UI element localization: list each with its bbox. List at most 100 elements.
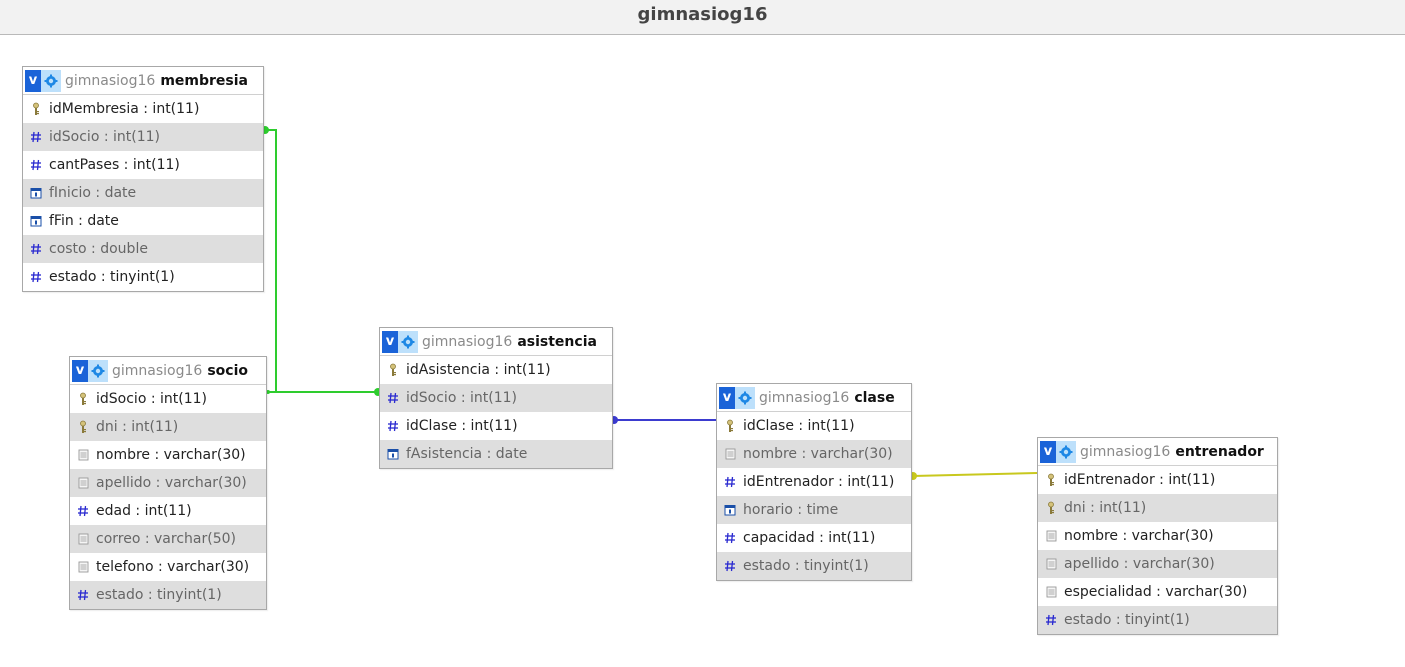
numeric-icon — [723, 531, 737, 545]
column-row[interactable]: estado : tinyint(1) — [70, 581, 266, 609]
column-row[interactable]: idMembresia : int(11) — [23, 95, 263, 123]
relation-asistencia-socio — [268, 388, 382, 396]
column-row[interactable]: idEntrenador : int(11) — [1038, 466, 1277, 494]
numeric-icon — [386, 391, 400, 405]
column-label: apellido : varchar(30) — [1064, 556, 1215, 572]
column-row[interactable]: dni : int(11) — [1038, 494, 1277, 522]
column-label: estado : tinyint(1) — [49, 269, 175, 285]
text-icon — [723, 447, 737, 461]
column-row[interactable]: costo : double — [23, 235, 263, 263]
column-row[interactable]: idClase : int(11) — [717, 412, 911, 440]
date-icon — [386, 447, 400, 461]
column-row[interactable]: apellido : varchar(30) — [1038, 550, 1277, 578]
primary-key-icon — [76, 420, 90, 434]
numeric-icon — [29, 242, 43, 256]
table-name: socio — [207, 362, 248, 379]
column-label: telefono : varchar(30) — [96, 559, 250, 575]
column-row[interactable]: capacidad : int(11) — [717, 524, 911, 552]
column-row[interactable]: nombre : varchar(30) — [70, 441, 266, 469]
toggle-columns-button[interactable]: v — [382, 330, 398, 353]
column-row[interactable]: telefono : varchar(30) — [70, 553, 266, 581]
column-row[interactable]: idSocio : int(11) — [380, 384, 612, 412]
column-row[interactable]: dni : int(11) — [70, 413, 266, 441]
column-row[interactable]: idClase : int(11) — [380, 412, 612, 440]
text-icon — [76, 448, 90, 462]
column-label: idAsistencia : int(11) — [406, 362, 551, 378]
column-label: costo : double — [49, 241, 148, 257]
column-label: idSocio : int(11) — [96, 391, 207, 407]
gear-icon[interactable] — [1056, 440, 1076, 463]
column-label: nombre : varchar(30) — [1064, 528, 1214, 544]
column-label: cantPases : int(11) — [49, 157, 180, 173]
column-row[interactable]: nombre : varchar(30) — [717, 440, 911, 468]
column-label: idEntrenador : int(11) — [1064, 472, 1216, 488]
column-label: fInicio : date — [49, 185, 137, 201]
column-label: idSocio : int(11) — [49, 129, 160, 145]
column-label: dni : int(11) — [1064, 500, 1147, 516]
primary-key-icon — [1044, 473, 1058, 487]
gear-icon[interactable] — [88, 359, 108, 382]
column-row[interactable]: estado : tinyint(1) — [717, 552, 911, 580]
gear-icon[interactable] — [398, 330, 418, 353]
column-label: idClase : int(11) — [743, 418, 855, 434]
relation-clase-entrenador — [909, 472, 1038, 480]
column-row[interactable]: idSocio : int(11) — [23, 123, 263, 151]
column-row[interactable]: idSocio : int(11) — [70, 385, 266, 413]
primary-key-icon — [386, 363, 400, 377]
column-row[interactable]: idEntrenador : int(11) — [717, 468, 911, 496]
column-label: idEntrenador : int(11) — [743, 474, 895, 490]
column-row[interactable]: estado : tinyint(1) — [23, 263, 263, 291]
gear-icon[interactable] — [735, 386, 755, 409]
column-label: apellido : varchar(30) — [96, 475, 247, 491]
numeric-icon — [76, 504, 90, 518]
gear-icon[interactable] — [41, 69, 61, 92]
column-row[interactable]: apellido : varchar(30) — [70, 469, 266, 497]
numeric-icon — [386, 419, 400, 433]
toggle-columns-button[interactable]: v — [72, 359, 88, 382]
toggle-columns-button[interactable]: v — [1040, 440, 1056, 463]
text-icon — [76, 560, 90, 574]
column-label: fFin : date — [49, 213, 119, 229]
column-row[interactable]: fFin : date — [23, 207, 263, 235]
column-row[interactable]: edad : int(11) — [70, 497, 266, 525]
column-row[interactable]: fInicio : date — [23, 179, 263, 207]
primary-key-icon — [29, 102, 43, 116]
column-label: idMembresia : int(11) — [49, 101, 200, 117]
column-row[interactable]: estado : tinyint(1) — [1038, 606, 1277, 634]
table-name: membresia — [160, 72, 248, 89]
column-row[interactable]: nombre : varchar(30) — [1038, 522, 1277, 550]
numeric-icon — [723, 559, 737, 573]
toggle-columns-button[interactable]: v — [25, 69, 41, 92]
text-icon — [1044, 529, 1058, 543]
toggle-columns-button[interactable]: v — [719, 386, 735, 409]
table-db-name: gimnasiog16 — [759, 389, 850, 406]
numeric-icon — [29, 158, 43, 172]
column-row[interactable]: cantPases : int(11) — [23, 151, 263, 179]
column-row[interactable]: idAsistencia : int(11) — [380, 356, 612, 384]
column-row[interactable]: especialidad : varchar(30) — [1038, 578, 1277, 606]
column-label: estado : tinyint(1) — [743, 558, 869, 574]
relation-asistencia-clase — [610, 416, 717, 424]
text-icon — [1044, 585, 1058, 599]
column-row[interactable]: correo : varchar(50) — [70, 525, 266, 553]
column-row[interactable]: horario : time — [717, 496, 911, 524]
table-name: asistencia — [517, 333, 597, 350]
column-label: fAsistencia : date — [406, 446, 528, 462]
column-label: idSocio : int(11) — [406, 390, 517, 406]
numeric-icon — [76, 588, 90, 602]
column-row[interactable]: fAsistencia : date — [380, 440, 612, 468]
table-db-name: gimnasiog16 — [1080, 443, 1171, 460]
text-icon — [1044, 557, 1058, 571]
text-icon — [76, 476, 90, 490]
text-icon — [76, 532, 90, 546]
